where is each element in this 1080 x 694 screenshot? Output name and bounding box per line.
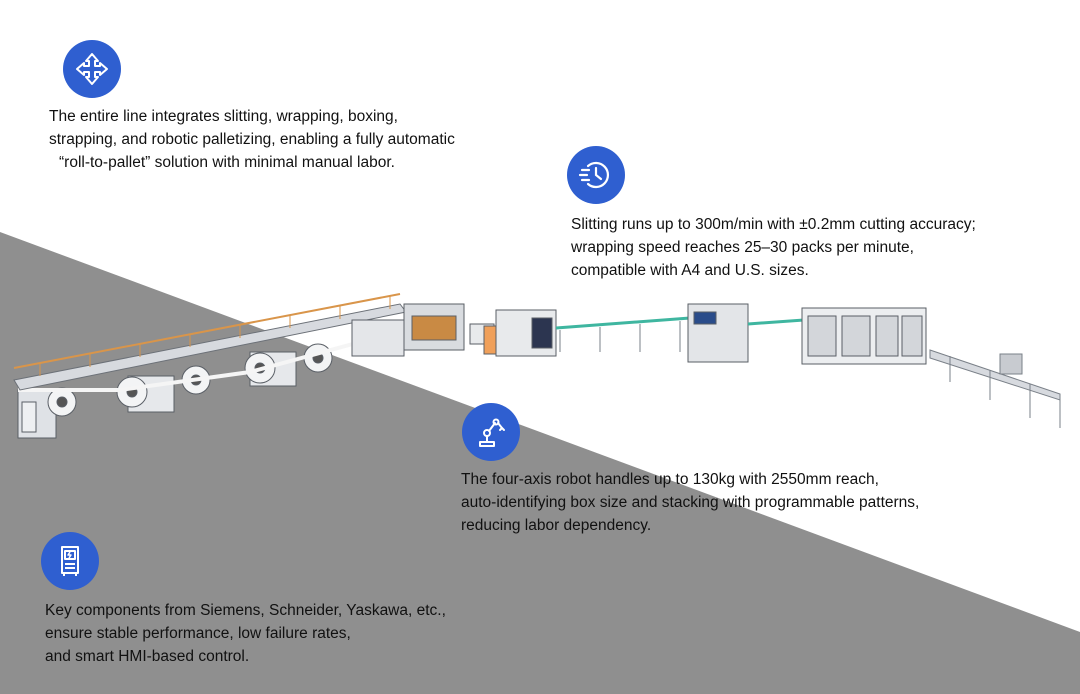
robot-arm-icon [462,403,520,461]
clock-speed-icon [567,146,625,204]
text-line: auto-identifying box size and stacking w… [461,494,920,511]
production-line-image [13,293,1061,439]
text-line: compatible with A4 and U.S. sizes. [571,262,809,279]
text-line: wrapping speed reaches 25–30 packs per m… [571,239,914,256]
text-line: strapping, and robotic palletizing, enab… [49,131,455,148]
text-line: Key components from Siemens, Schneider, … [45,602,446,619]
feature-text-speed: Slitting runs up to 300m/min with ±0.2mm… [571,213,976,282]
text-line: Slitting runs up to 300m/min with ±0.2mm… [571,216,976,233]
text-line: The four-axis robot handles up to 130kg … [461,471,879,488]
text-line: and smart HMI-based control. [45,648,250,665]
feature-text-integration: The entire line integrates slitting, wra… [49,105,455,174]
text-line: The entire line integrates slitting, wra… [49,108,398,125]
control-cabinet-icon [41,532,99,590]
text-line: ensure stable performance, low failure r… [45,625,351,642]
text-line: reducing labor dependency. [461,517,652,534]
feature-text-robot: The four-axis robot handles up to 130kg … [461,468,919,537]
text-line: “roll-to-pallet” solution with minimal m… [59,154,395,171]
feature-text-components: Key components from Siemens, Schneider, … [45,599,446,668]
arrows-expand-icon [63,40,121,98]
